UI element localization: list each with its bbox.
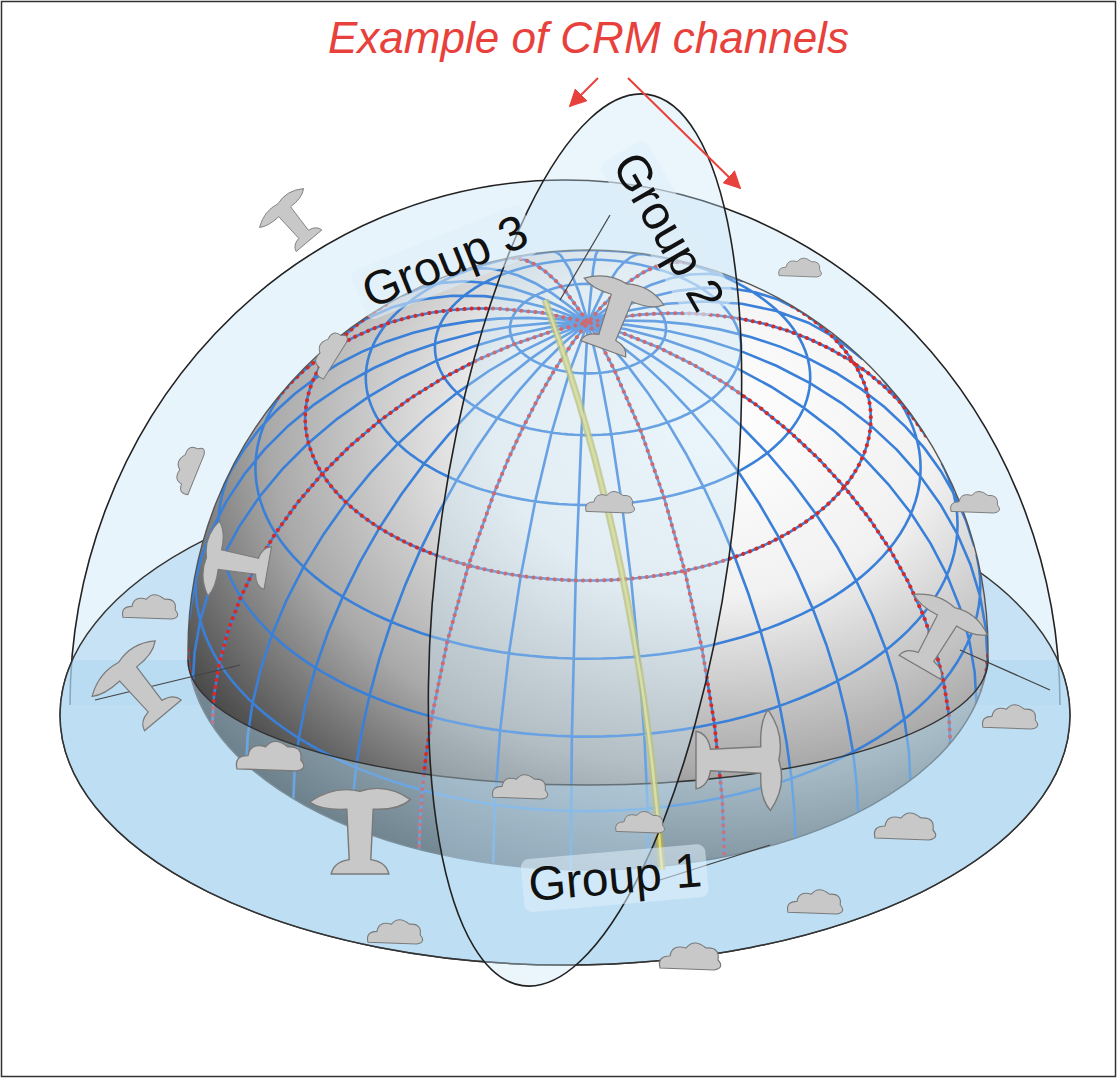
storm-cloud — [564, 267, 667, 363]
cloud — [659, 943, 720, 970]
storm-cloud — [696, 710, 782, 811]
storm-cloud — [310, 788, 411, 874]
pointer-arrow — [570, 78, 598, 106]
cloud — [951, 491, 1000, 513]
cloud — [169, 442, 206, 495]
channel-edge — [960, 650, 1050, 690]
cloud — [982, 705, 1037, 729]
figure-heading: Example of CRM channels — [328, 12, 849, 65]
storm-cloud — [85, 634, 195, 743]
storm-cloud — [198, 520, 274, 606]
cloud — [236, 741, 303, 771]
cloud — [367, 920, 422, 944]
meridional-channel — [379, 74, 791, 1006]
cloud — [787, 890, 842, 914]
cloud — [779, 258, 822, 277]
cloud — [874, 813, 935, 840]
cloud — [492, 775, 547, 799]
cloud — [122, 595, 177, 619]
storm-cloud — [254, 184, 331, 260]
cloud — [586, 491, 635, 513]
storm-cloud — [884, 585, 992, 689]
cloud — [616, 811, 665, 833]
cloud — [306, 327, 349, 380]
